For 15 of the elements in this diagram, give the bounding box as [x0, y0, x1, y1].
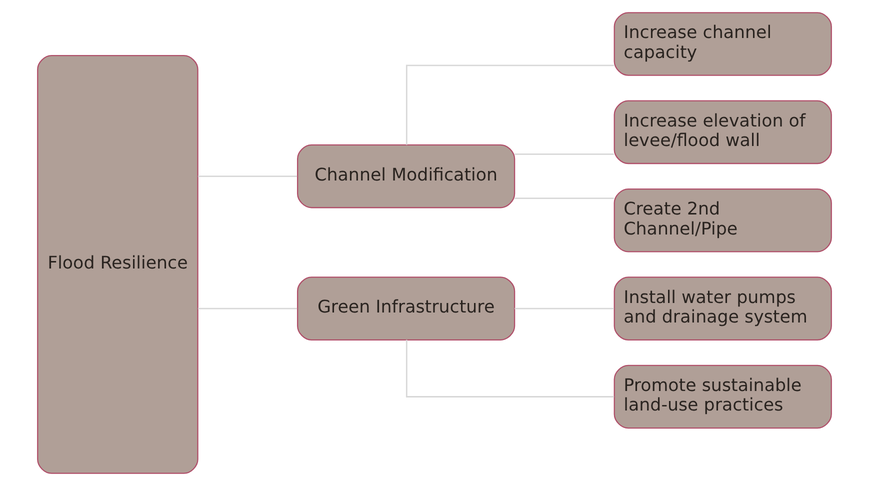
node-box: Flood Resilience — [37, 55, 198, 474]
node-box: Install water pumps and drainage system — [614, 276, 832, 340]
node-box: Increase channel capacity — [614, 12, 832, 76]
node-box: Create 2nd Channel/Pipe — [614, 188, 832, 252]
node-box: Channel Modification — [297, 144, 516, 208]
connector — [406, 340, 614, 398]
node-box: Promote sustainable land-use practices — [614, 364, 832, 429]
node-box: Increase elevation of levee/flood wall — [614, 100, 832, 164]
connector — [514, 308, 614, 310]
connector — [198, 176, 298, 177]
connector — [198, 308, 298, 310]
connector — [406, 64, 614, 145]
connector — [514, 198, 614, 200]
connector — [514, 154, 614, 155]
node-box: Green Infrastructure — [297, 276, 516, 340]
